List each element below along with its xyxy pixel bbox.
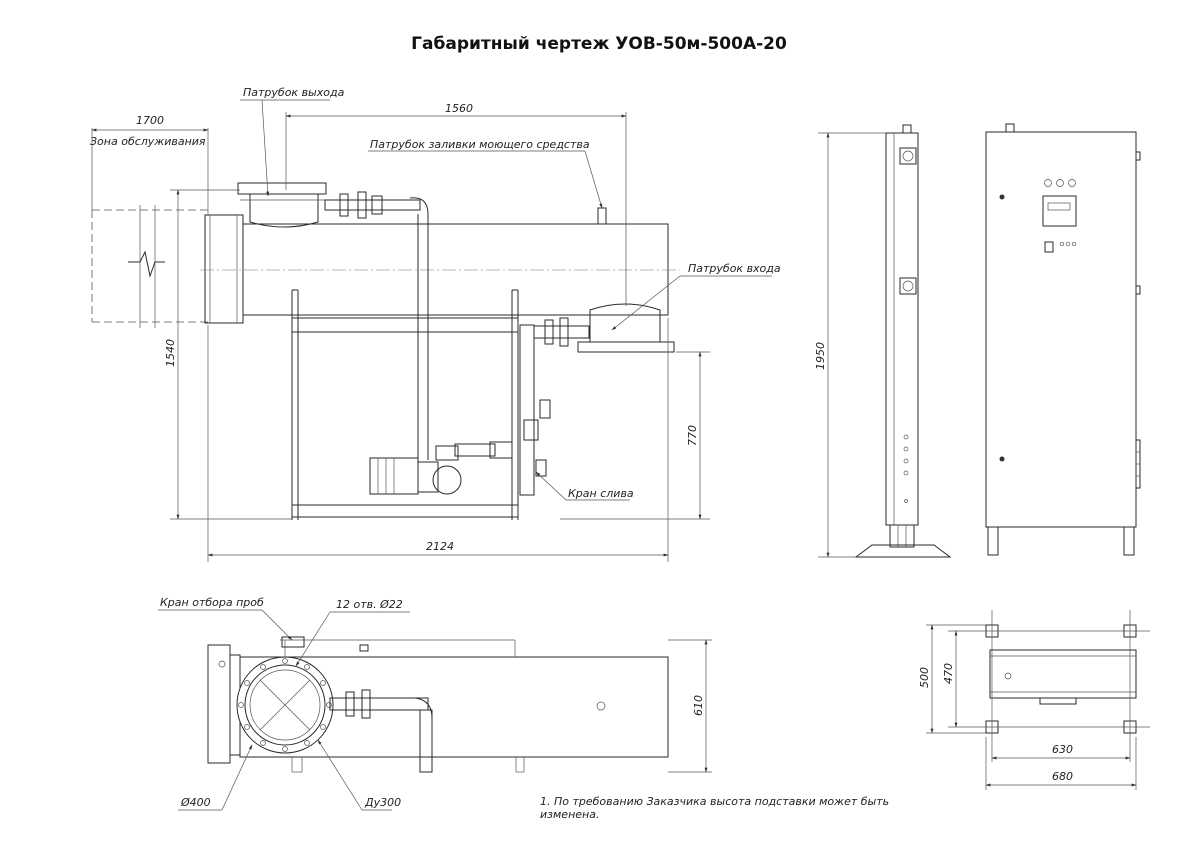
dim-1950: 1950 — [814, 342, 827, 370]
inlet-pipe-label: Патрубок входа — [688, 262, 781, 275]
du300-label: Ду300 — [364, 796, 401, 809]
drawing-title: Габаритный чертеж УОВ-50м-500А-20 — [411, 34, 787, 54]
front-view — [91, 99, 772, 562]
dim-500: 500 — [918, 667, 931, 688]
note-line-2: изменена. — [540, 808, 599, 821]
top-view — [158, 609, 712, 811]
service-zone-label: Зона обслуживания — [90, 135, 206, 148]
drain-valve-label: Кран слива — [568, 487, 634, 500]
stand-frame — [291, 289, 519, 520]
note-line-1: 1. По требованию Заказчика высота подста… — [540, 795, 889, 808]
dim-680: 680 — [1052, 770, 1073, 783]
cabinet-top-view — [926, 610, 1150, 790]
dim-470: 470 — [942, 663, 955, 684]
holes-label: 12 отв. Ø22 — [336, 598, 403, 611]
side-view — [818, 124, 952, 558]
dim-1700: 1700 — [136, 114, 164, 127]
dim-2124: 2124 — [426, 540, 454, 553]
dim-630: 630 — [1052, 743, 1073, 756]
dim-1540: 1540 — [164, 339, 177, 367]
sample-valve-label: Кран отбора проб — [160, 596, 264, 609]
reactor-body — [242, 223, 669, 316]
dim-610: 610 — [692, 695, 705, 716]
cabinet-front-view — [985, 123, 1141, 556]
bolt-holes — [238, 658, 332, 752]
outlet-flange — [237, 182, 327, 195]
detergent-pipe-label: Патрубок заливки моющего средства — [370, 138, 590, 151]
outlet-pipe-label: Патрубок выхода — [243, 86, 345, 99]
pump — [369, 441, 513, 495]
inlet-pipe-body — [589, 303, 661, 343]
dim-770: 770 — [686, 425, 699, 446]
service-zone — [91, 205, 210, 328]
diameter-400-label: Ø400 — [180, 796, 211, 809]
dim-1560: 1560 — [445, 102, 473, 115]
